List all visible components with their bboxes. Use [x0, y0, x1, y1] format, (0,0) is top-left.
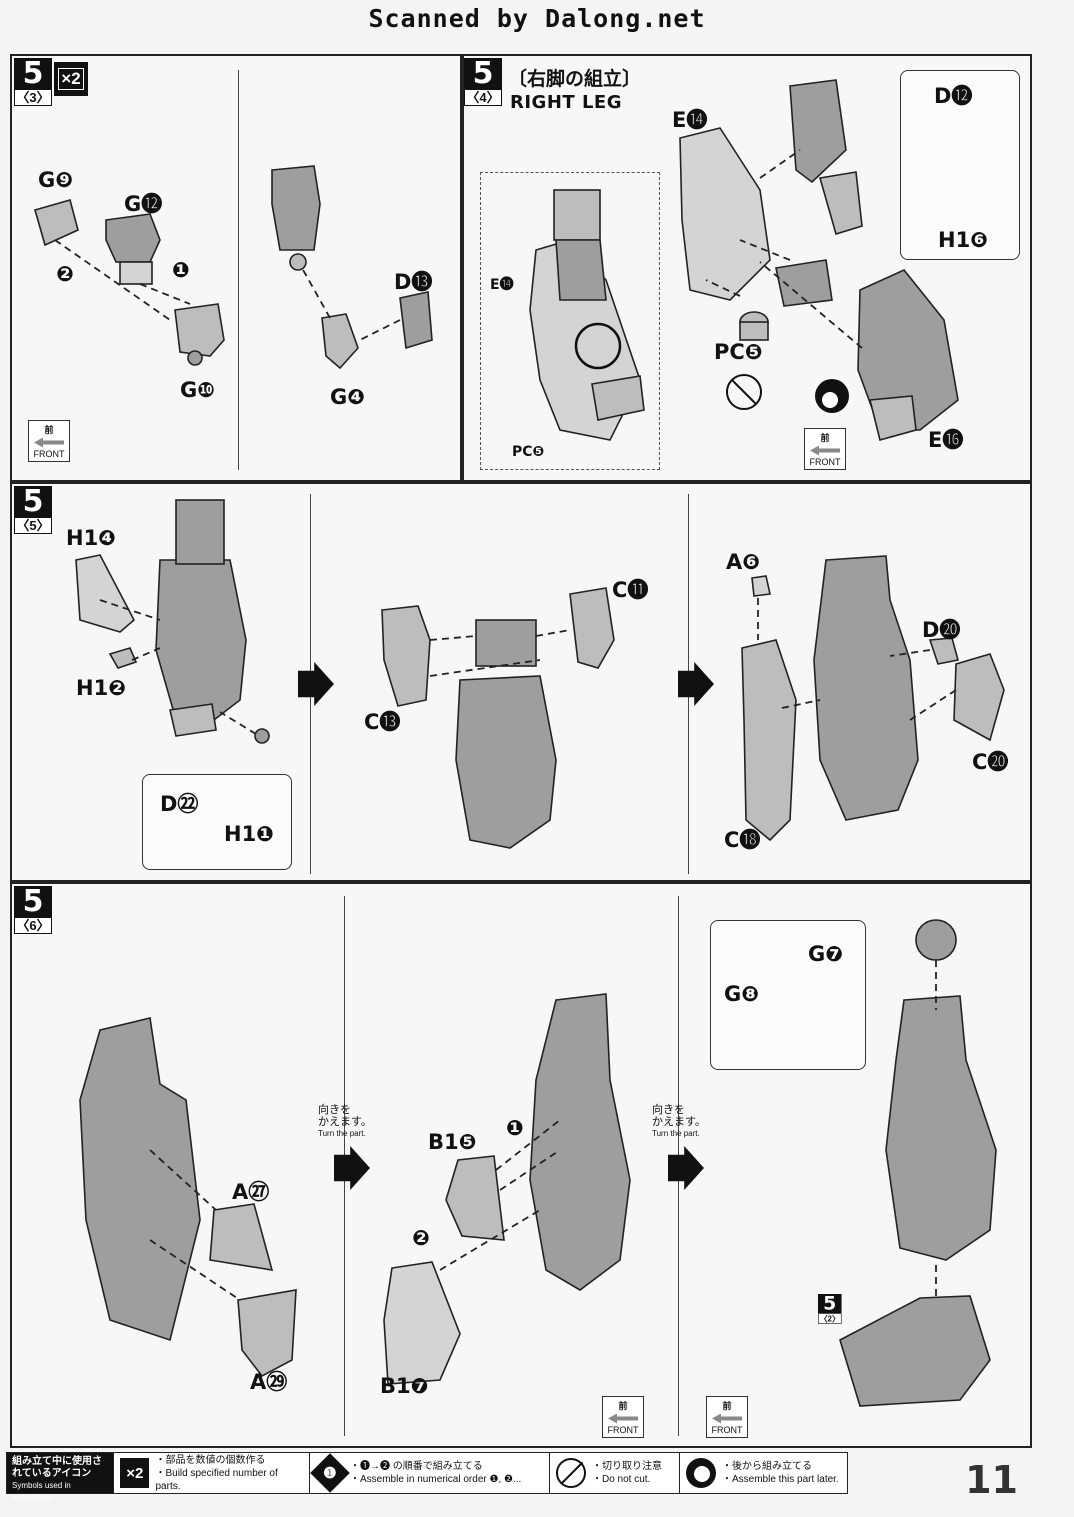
part-label: G❽ — [724, 982, 760, 1006]
order-diamond-icon: ❶ — [310, 1453, 350, 1493]
front-indicator: 前 FRONT — [602, 1396, 644, 1438]
front-arrow-icon — [34, 437, 64, 448]
front-arrow-icon — [810, 445, 840, 456]
section-title-en: RIGHT LEG — [510, 92, 622, 113]
legend-item-order: ❶ ・❶→❷ の順番で組み立てる・Assemble in numerical o… — [309, 1453, 549, 1493]
legend-title: 組み立て中に使用されているアイコン Symbols used in instru… — [7, 1453, 113, 1502]
callout-box — [710, 920, 866, 1070]
part-label: A㉙ — [250, 1370, 288, 1394]
turn-part-note: 向きを かえます。 Turn the part. — [318, 1104, 372, 1138]
part-label: B1❼ — [380, 1374, 429, 1398]
step-number-5-4: 5 〈4〉 — [464, 58, 502, 106]
callout-box — [142, 774, 292, 870]
part-label: H1❷ — [76, 676, 126, 700]
part-label: D⓴ — [922, 618, 961, 642]
turn-part-note: 向きを かえます。 Turn the part. — [652, 1104, 706, 1138]
part-label: C⓴ — [972, 750, 1009, 774]
part-label: G❹ — [330, 385, 366, 409]
front-indicator: 前 FRONT — [706, 1396, 748, 1438]
part-label: C⓲ — [724, 828, 761, 852]
callout-box — [900, 70, 1020, 260]
do-not-cut-icon — [556, 1458, 586, 1488]
part-label: A㉗ — [232, 1180, 270, 1204]
part-label: E⓮ — [490, 277, 514, 293]
part-label: G❾ — [38, 168, 74, 192]
part-label: PC❺ — [714, 340, 763, 364]
part-label: C⓭ — [364, 710, 401, 734]
legend-item-x2: ×2 ・部品を数値の個数作る・Build specified number of… — [113, 1453, 309, 1493]
detail-box — [480, 172, 660, 470]
part-label: H1❹ — [66, 526, 116, 550]
part-label: D⓭ — [394, 270, 433, 294]
part-label: D㉒ — [160, 792, 199, 816]
step-number-5-5: 5 〈5〉 — [14, 486, 52, 534]
symbol-legend: 組み立て中に使用されているアイコン Symbols used in instru… — [6, 1452, 848, 1502]
part-label: B1❺ — [428, 1130, 477, 1154]
assemble-later-icon — [686, 1458, 716, 1488]
part-label: D⓬ — [934, 84, 973, 108]
front-arrow-icon — [712, 1413, 742, 1424]
panel-step-5-6 — [10, 882, 1032, 1448]
part-label: H1❶ — [224, 822, 274, 846]
front-indicator: 前 FRONT — [804, 428, 846, 470]
order-marker-1: ❶ — [172, 258, 190, 282]
x2-icon: ×2 — [54, 62, 88, 96]
x2-icon: ×2 — [120, 1458, 150, 1488]
divider — [238, 70, 239, 470]
step-number-5-6: 5 〈6〉 — [14, 886, 52, 934]
part-label: G❼ — [808, 942, 844, 966]
reference-step: 5 〈2〉 — [818, 1292, 842, 1324]
front-indicator: 前 FRONT — [28, 420, 70, 462]
part-label: G❿ — [180, 378, 216, 402]
section-title-jp: 〔右脚の組立〕 — [508, 68, 642, 90]
part-label: G⓬ — [124, 192, 163, 216]
legend-item-do-not-cut: ・切り取り注意・Do not cut. — [549, 1453, 679, 1493]
part-label: A❻ — [726, 550, 761, 574]
part-label: E⓰ — [928, 428, 964, 452]
order-marker-2: ❷ — [56, 262, 74, 286]
part-label: E⓮ — [672, 108, 708, 132]
legend-item-later: ・後から組み立てる・Assemble this part later. — [679, 1453, 847, 1493]
scan-credit: Scanned by Dalong.net — [368, 4, 706, 33]
part-label: PC❺ — [512, 444, 545, 460]
order-marker-2: ❷ — [412, 1226, 430, 1250]
part-label: H1❻ — [938, 228, 988, 252]
front-arrow-icon — [608, 1413, 638, 1424]
part-label: C⓫ — [612, 578, 649, 602]
page-number: 11 — [965, 1458, 1018, 1502]
order-marker-1: ❶ — [506, 1116, 524, 1140]
step-number-5-3: 5 〈3〉 — [14, 58, 52, 106]
